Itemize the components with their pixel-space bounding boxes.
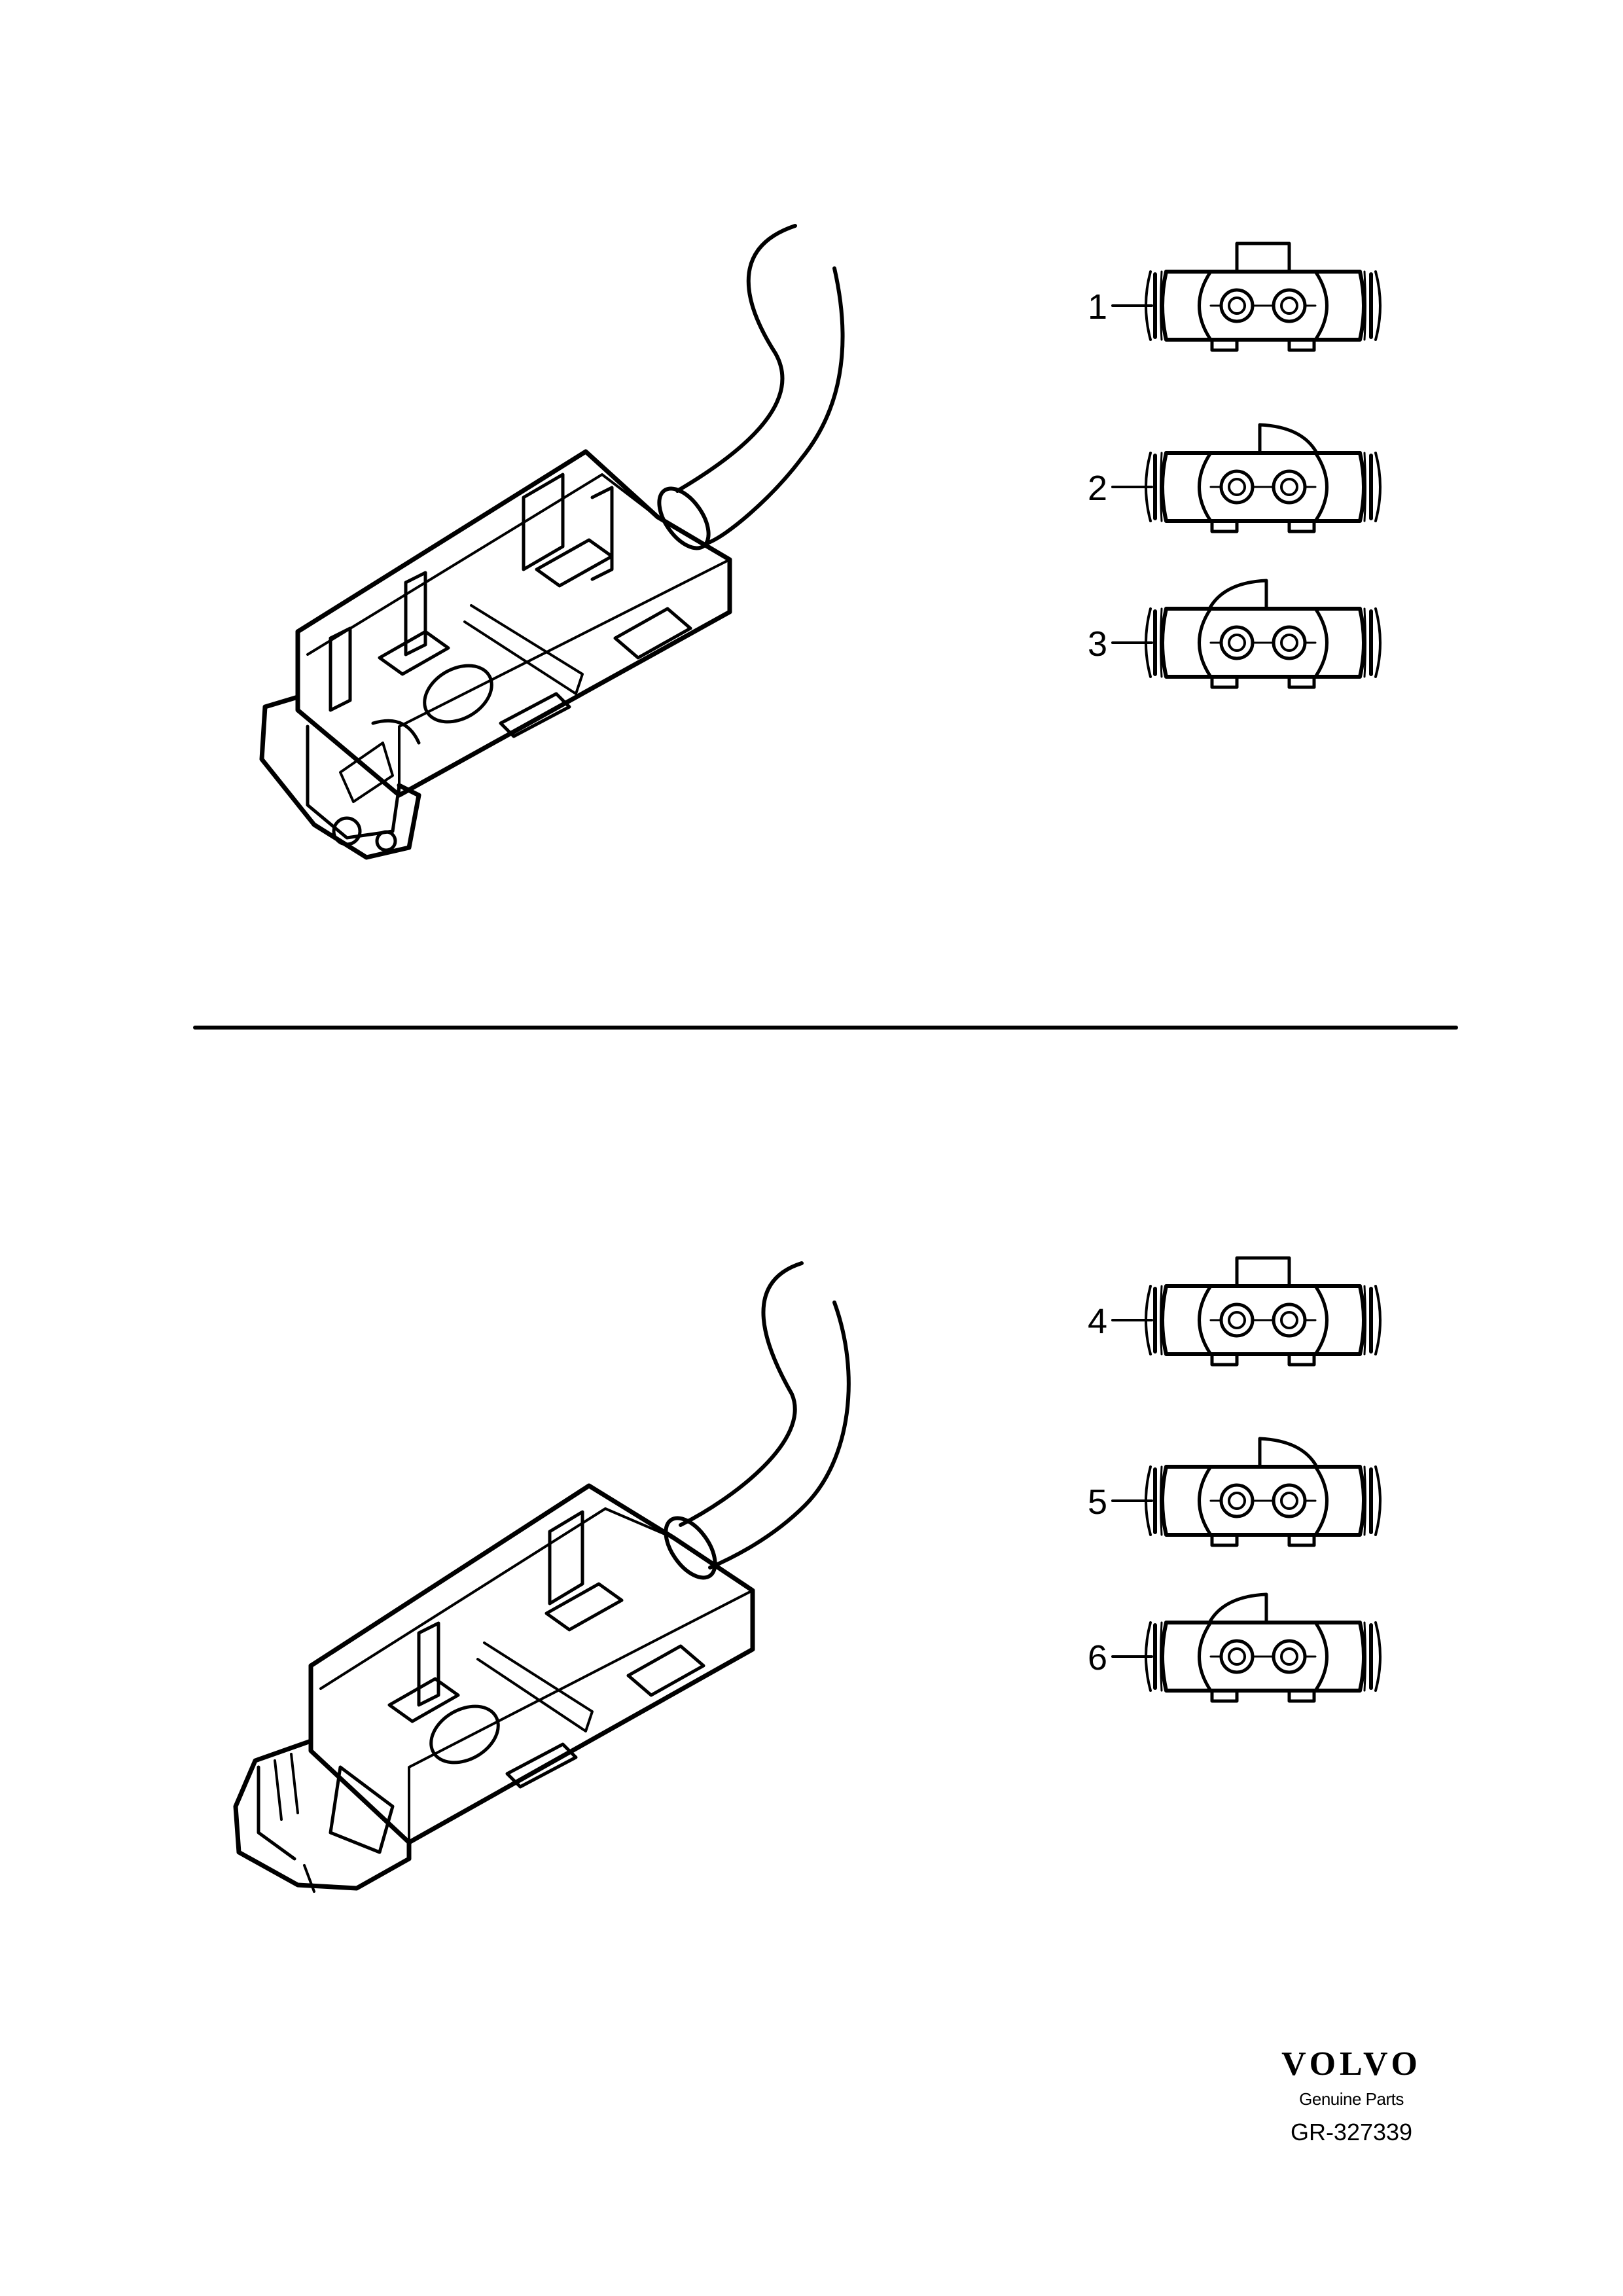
connector-face-3 [1146, 579, 1380, 687]
connector-face-5 [1146, 1437, 1380, 1545]
callout-3: 3 [1088, 624, 1107, 664]
connector-face-4 [1146, 1256, 1380, 1365]
connector-face-6 [1146, 1592, 1380, 1701]
brand-tagline: Genuine Parts [1299, 2089, 1404, 2109]
connector-face-2 [1146, 423, 1380, 531]
connector-top-drawing [262, 226, 843, 857]
callout-6: 6 [1088, 1638, 1107, 1677]
callout-4: 4 [1088, 1302, 1107, 1341]
callout-1: 1 [1088, 287, 1107, 327]
connector-face-1 [1146, 242, 1380, 350]
volvo-logo: VOLVO [1281, 2045, 1421, 2083]
brand-block: VOLVO Genuine Parts GR-327339 [1240, 2047, 1463, 2146]
callout-2: 2 [1088, 469, 1107, 508]
connector-bottom-drawing [236, 1263, 849, 1892]
drawing-code: GR-327339 [1290, 2119, 1413, 2145]
callout-5: 5 [1088, 1482, 1107, 1522]
